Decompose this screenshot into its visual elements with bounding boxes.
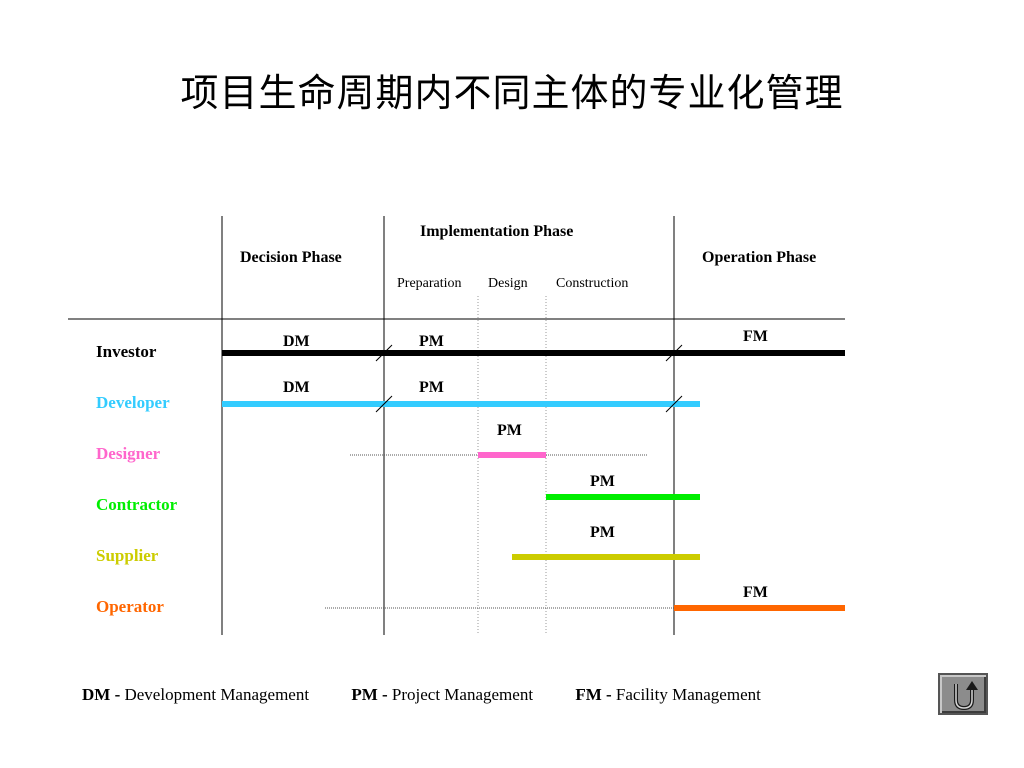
operator-fm-tag: FM: [743, 584, 768, 601]
role-operator: Operator: [96, 597, 164, 616]
contractor-pm-tag: PM: [590, 473, 615, 490]
developer-transition-mark-2: [665, 395, 683, 413]
supplier-pm-tag: PM: [590, 524, 615, 541]
developer-transition-mark-1: [375, 395, 393, 413]
operation-phase-header: Operation Phase: [702, 249, 817, 266]
u-turn-back-icon: [954, 681, 978, 711]
investor-transition-mark-1: [375, 344, 393, 362]
role-contractor: Contractor: [96, 495, 178, 514]
design-subheader: Design: [488, 276, 528, 291]
preparation-subheader: Preparation: [397, 276, 462, 291]
legend-pm: PM - Project Management: [351, 685, 534, 704]
designer-pm-tag: PM: [497, 422, 522, 439]
developer-pm-tag: PM: [419, 379, 444, 396]
investor-transition-mark-2: [665, 344, 683, 362]
investor-fm-tag: FM: [743, 328, 768, 345]
role-supplier: Supplier: [96, 546, 159, 565]
legend-fm: FM - Facility Management: [575, 685, 761, 704]
page-title: 项目生命周期内不同主体的专业化管理: [180, 71, 844, 115]
role-designer: Designer: [96, 444, 161, 463]
investor-dm-tag: DM: [283, 333, 310, 350]
legend-dm: DM - Development Management: [82, 685, 310, 704]
investor-pm-tag: PM: [419, 333, 444, 350]
construction-subheader: Construction: [556, 276, 629, 291]
developer-dm-tag: DM: [283, 379, 310, 396]
decision-phase-header: Decision Phase: [240, 249, 342, 266]
role-developer: Developer: [96, 393, 170, 412]
implementation-phase-header: Implementation Phase: [420, 223, 574, 240]
back-button[interactable]: [938, 673, 988, 715]
role-investor: Investor: [96, 342, 157, 361]
legend: DM - Development Management PM - Project…: [82, 685, 799, 705]
